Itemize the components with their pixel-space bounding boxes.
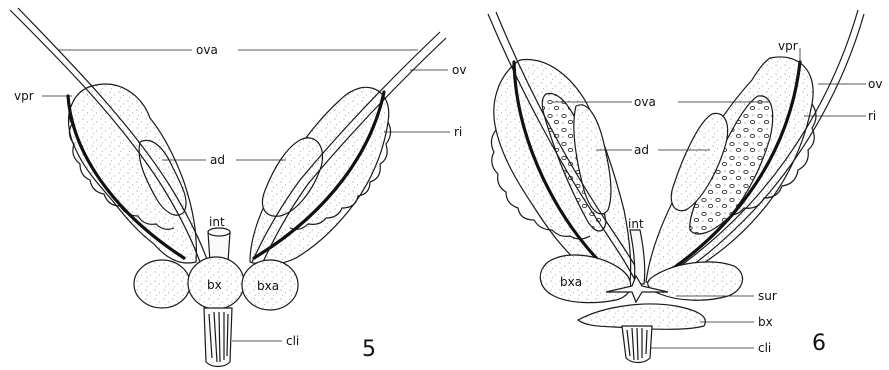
figure-6: vpr ov ova ri ad int bxa sur bx cli 6 — [488, 10, 882, 363]
fig5-label-int: int — [209, 215, 225, 229]
fig6-label-int: int — [628, 217, 644, 231]
figure-5-number: 5 — [362, 337, 376, 362]
fig5-label-bx: bx — [207, 278, 222, 292]
fig5-left-ovary-lobe — [69, 84, 197, 263]
fig5-label-ad: ad — [210, 153, 225, 167]
fig6-label-bx: bx — [758, 315, 773, 329]
fig5-label-ova: ova — [196, 43, 218, 57]
fig5-label-bxa: bxa — [257, 279, 279, 293]
figure-6-number: 6 — [812, 331, 826, 356]
fig5-intestine-opening — [208, 228, 230, 236]
figure-5: ova ov vpr ri ad int bx bxa cli 5 — [10, 8, 466, 367]
fig6-label-ad: ad — [634, 143, 649, 157]
fig6-label-cli: cli — [758, 341, 771, 355]
fig6-label-sur: sur — [758, 289, 777, 303]
fig6-label-ri: ri — [868, 109, 876, 123]
fig5-label-ri: ri — [454, 125, 462, 139]
fig6-left-ovary-lobe — [494, 60, 631, 283]
fig6-label-ov: ov — [868, 77, 882, 91]
fig5-label-vpr: vpr — [14, 89, 34, 103]
fig5-bursa-accessory-left — [134, 260, 190, 308]
fig6-label-bxa: bxa — [560, 275, 582, 289]
fig5-label-cli: cli — [286, 334, 299, 348]
fig6-label-ova: ova — [634, 95, 656, 109]
fig5-label-ov: ov — [452, 63, 466, 77]
fig6-label-vpr: vpr — [778, 39, 798, 53]
